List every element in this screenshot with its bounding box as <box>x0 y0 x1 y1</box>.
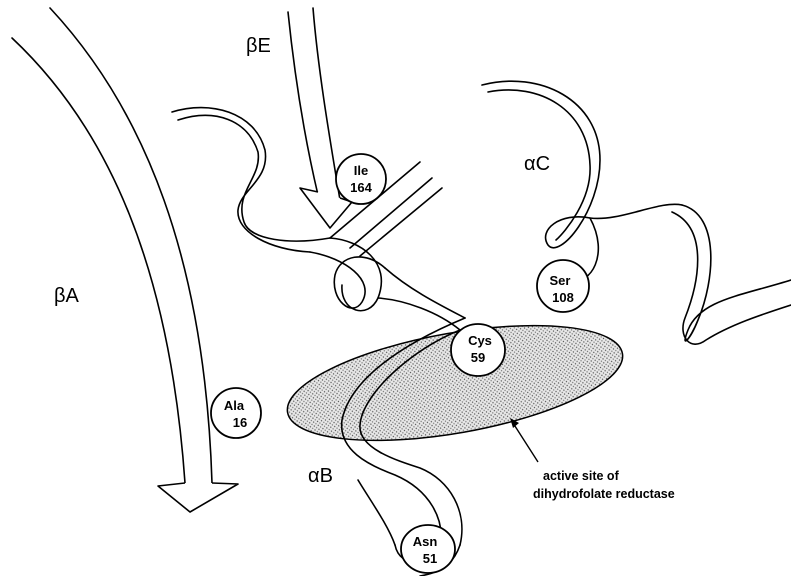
active-site-pointer <box>513 423 538 462</box>
active-site-label-line1: active site of <box>543 469 620 483</box>
active-site-ellipse <box>279 304 631 462</box>
residue-ile164: Ile 164 <box>336 154 386 204</box>
residue-ala16: Ala 16 <box>211 388 261 438</box>
residue-ser108-number: 108 <box>552 290 574 305</box>
residue-ser108-name: Ser <box>550 273 571 288</box>
residue-cys59-number: 59 <box>471 350 485 365</box>
residue-asn51-number: 51 <box>423 551 437 566</box>
residue-ile164-number: 164 <box>350 180 372 195</box>
beta-strand-a-arrowhead <box>158 483 238 512</box>
residue-ser108: Ser 108 <box>537 260 589 312</box>
alpha-helix-c <box>482 81 791 344</box>
label-alpha-b: αB <box>308 465 333 487</box>
residue-ala16-number: 16 <box>233 415 247 430</box>
beta-strand-a <box>12 8 238 512</box>
residue-cys59-name: Cys <box>468 333 492 348</box>
residue-asn51-name: Asn <box>413 534 438 549</box>
residue-asn51: Asn 51 <box>401 525 455 573</box>
active-site-label-line2: dihydrofolate reductase <box>533 487 675 501</box>
residue-ile164-name: Ile <box>354 163 368 178</box>
label-beta-a: βA <box>54 285 80 307</box>
label-beta-e: βE <box>246 35 271 57</box>
residue-ala16-name: Ala <box>224 398 245 413</box>
label-alpha-c: αC <box>524 153 550 175</box>
loop-upper-center <box>172 108 465 330</box>
residue-cys59: Cys 59 <box>451 324 505 376</box>
